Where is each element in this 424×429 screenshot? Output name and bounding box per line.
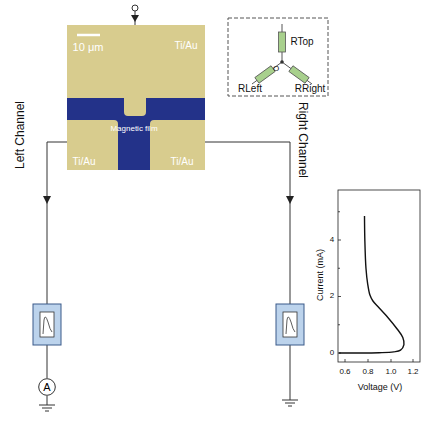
scale-bar — [77, 34, 100, 37]
ground-symbol — [39, 405, 55, 411]
ground-symbol — [282, 400, 298, 406]
channel-label: Left Channel — [14, 101, 26, 169]
tick-label: 4 — [330, 236, 334, 244]
ammeter-circle — [39, 379, 56, 396]
axis-tick — [338, 212, 413, 362]
tick-label: 0.6 — [339, 368, 350, 376]
current-arrow — [131, 15, 139, 22]
resistor-symbol — [255, 66, 275, 83]
device-box — [276, 304, 304, 345]
ndr-symbol — [283, 312, 297, 337]
magnetic-film-region — [67, 98, 205, 170]
resistor-symbol — [289, 66, 309, 83]
region-label: Magnetic film — [110, 125, 157, 133]
electrode-background — [67, 25, 205, 170]
wire — [47, 142, 67, 405]
ndr-curve — [286, 317, 295, 334]
tick-label: 2 — [330, 292, 334, 300]
tick-label: 1.2 — [407, 368, 418, 376]
axis-title: Voltage (V) — [358, 383, 403, 392]
resistor-lead — [252, 24, 312, 84]
current-arrow — [286, 196, 294, 204]
scale-label: 10 μm — [73, 42, 104, 53]
ndr-symbol — [40, 312, 54, 337]
tick-label: 0.8 — [362, 368, 373, 376]
node-text: A — [38, 378, 56, 396]
axis-title: Current (mA) — [316, 249, 325, 301]
node-label: O — [273, 65, 279, 73]
ndr-curve — [43, 317, 52, 334]
device-box — [33, 304, 61, 345]
resistor-symbol — [279, 32, 286, 52]
wire — [205, 142, 290, 400]
inset-frame — [228, 18, 328, 96]
resistor-label: RTop — [290, 37, 313, 47]
material-label: Ti/Au — [171, 157, 194, 167]
ammeter-symbol: A — [38, 378, 56, 396]
terminal — [132, 5, 138, 11]
material-label: Ti/Au — [175, 41, 198, 51]
iv-curve — [339, 216, 404, 353]
current-arrow — [43, 196, 51, 204]
material-label: Ti/Au — [73, 157, 96, 167]
channel-label: Right Channel — [297, 102, 309, 178]
resistor-label: RRight — [295, 84, 326, 94]
tick-label: 1.0 — [385, 368, 396, 376]
junction-dot — [280, 60, 284, 64]
resistor-label: RLeft — [238, 84, 262, 94]
plot-frame — [338, 190, 420, 362]
tick-label: 0 — [330, 349, 334, 357]
